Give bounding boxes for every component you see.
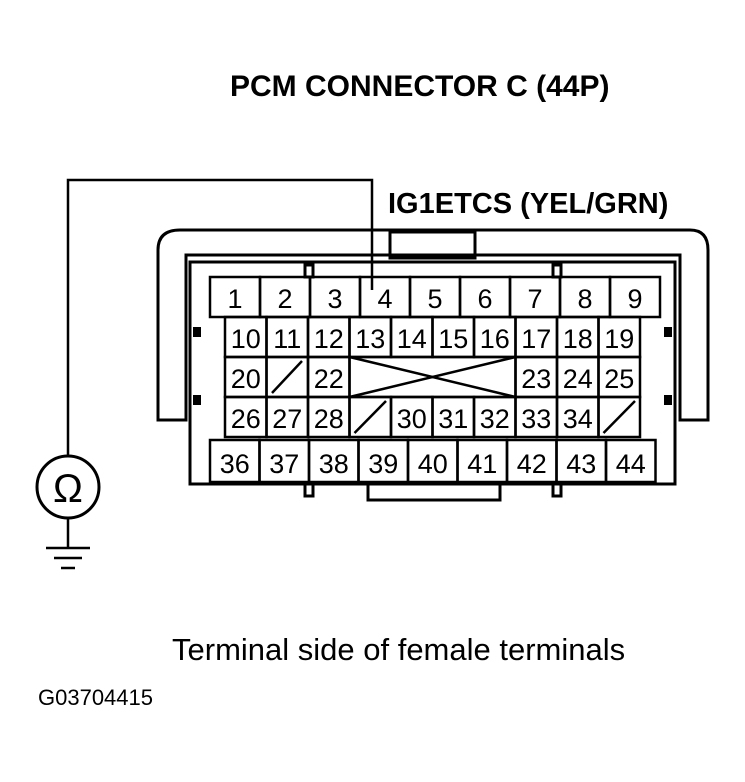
terminal-label: 30	[397, 404, 427, 434]
terminal-label: 18	[563, 324, 593, 354]
terminal-label: 42	[517, 449, 547, 479]
terminal-label: 27	[272, 404, 302, 434]
blank-slash	[353, 400, 387, 434]
blank-slash	[602, 400, 636, 434]
ground-icon	[46, 518, 90, 570]
side-mark	[193, 327, 201, 337]
terminal-cell	[604, 438, 657, 484]
diagram-title: PCM CONNECTOR C (44P)	[230, 70, 610, 103]
terminal-label: 31	[438, 404, 468, 434]
terminal-label: 10	[231, 324, 261, 354]
terminal-label: 4	[377, 284, 392, 314]
terminal-label: 32	[480, 404, 510, 434]
terminal-label: 37	[269, 449, 299, 479]
side-mark	[664, 327, 672, 337]
terminal-label: 43	[566, 449, 596, 479]
terminal-label: 15	[438, 324, 468, 354]
connector-latch	[388, 230, 477, 260]
terminal-label: 44	[616, 449, 646, 479]
terminal-label: 3	[327, 284, 342, 314]
connector-body	[188, 260, 677, 486]
blank-slash	[271, 360, 303, 394]
terminal-label: 19	[604, 324, 634, 354]
terminal-label: 41	[467, 449, 497, 479]
terminal-label: 13	[355, 324, 385, 354]
tab-bottom-left	[303, 482, 315, 498]
terminal-label: 24	[563, 364, 593, 394]
wire-label: IG1ETCS (YEL/GRN)	[388, 188, 669, 220]
tab-bottom-right	[551, 482, 563, 498]
terminal-label: 8	[577, 284, 592, 314]
tab-top-left	[303, 263, 315, 279]
terminal-cell	[597, 395, 642, 439]
diagram-caption: Terminal side of female terminals	[172, 632, 626, 667]
ohm-symbol: Ω	[53, 467, 83, 511]
connector-key	[366, 484, 502, 502]
terminal-label: 38	[319, 449, 349, 479]
terminal-label: 16	[480, 324, 510, 354]
figure-code: G03704415	[38, 685, 153, 710]
terminal-label: 2	[277, 284, 292, 314]
terminal-label: 6	[477, 284, 492, 314]
side-mark	[664, 395, 672, 405]
terminal-label: 5	[427, 284, 442, 314]
terminal-label: 39	[368, 449, 398, 479]
terminal-label: 7	[527, 284, 542, 314]
terminal-label: 25	[604, 364, 634, 394]
terminal-label: 12	[314, 324, 344, 354]
connector-shell	[156, 228, 710, 422]
terminal-label: 14	[397, 324, 427, 354]
terminal-label: 11	[273, 324, 301, 354]
tab-top-right	[551, 263, 563, 279]
terminal-label: 26	[231, 404, 261, 434]
terminal-label: 1	[227, 284, 242, 314]
terminal-label: 33	[521, 404, 551, 434]
terminal-label: 34	[563, 404, 593, 434]
terminal-label: 22	[314, 364, 344, 394]
blank-cross	[349, 355, 516, 399]
terminal-label: 23	[521, 364, 551, 394]
terminal-label: 40	[418, 449, 448, 479]
terminal-label: 9	[627, 284, 642, 314]
terminal-label: 36	[220, 449, 250, 479]
terminal-label: 28	[314, 404, 344, 434]
test-wire	[66, 178, 374, 455]
side-mark	[193, 395, 201, 405]
terminal-label: 17	[521, 324, 551, 354]
terminal-label: 20	[231, 364, 261, 394]
